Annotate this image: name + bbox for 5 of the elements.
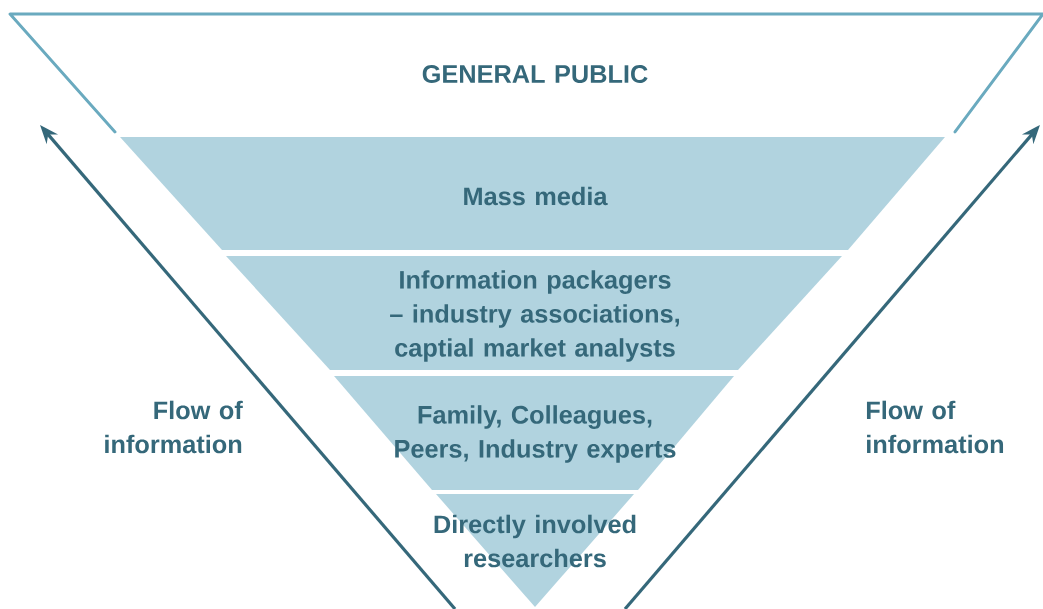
funnel-band: Mass media bbox=[120, 137, 945, 250]
funnel-band: Information packagers – industry associations, captial market analysts bbox=[226, 256, 842, 370]
side-label: Flow of information bbox=[866, 400, 1004, 454]
side-label: Flow of information bbox=[105, 400, 243, 454]
funnel-outline: GENERAL PUBLIC bbox=[8, 12, 1043, 134]
